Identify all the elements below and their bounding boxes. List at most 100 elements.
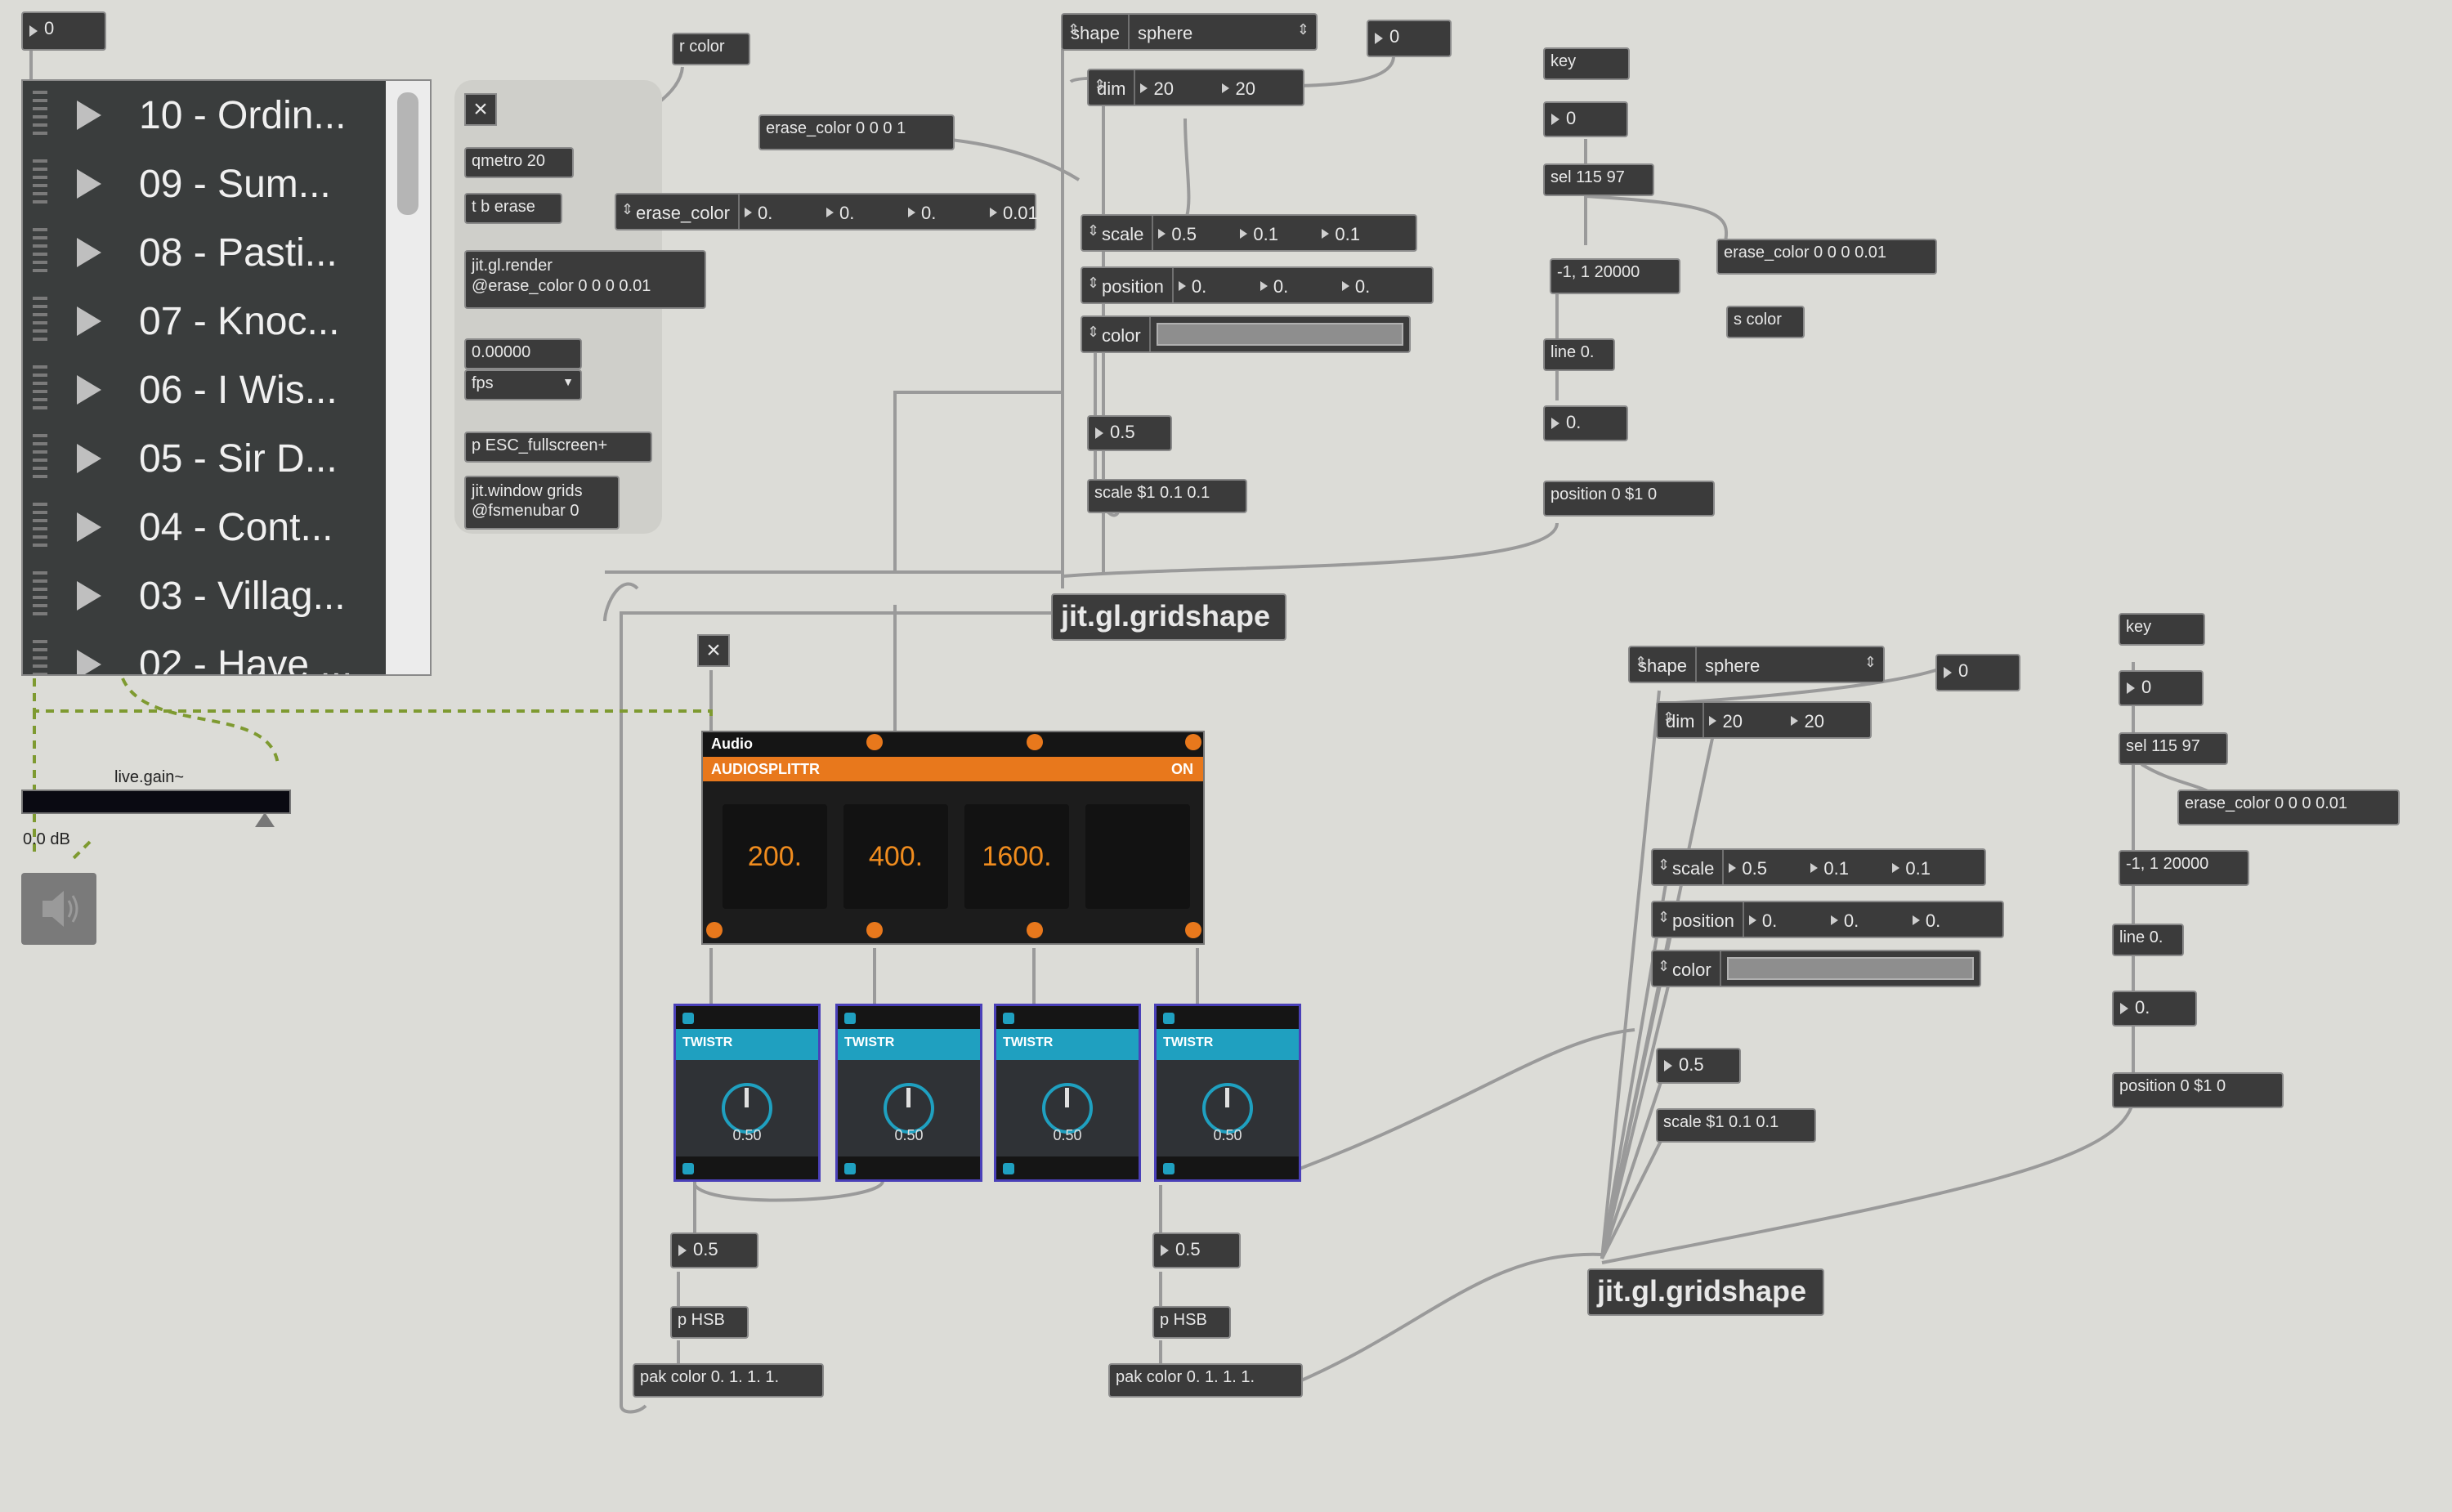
outlet-dot[interactable] — [866, 922, 883, 938]
position-value-3[interactable]: 0. — [1337, 268, 1419, 302]
play-icon[interactable] — [77, 581, 101, 611]
drag-handle-icon[interactable] — [33, 503, 47, 552]
dim-attrui-2[interactable]: dim 20 20 — [1656, 701, 1872, 739]
drag-handle-icon[interactable] — [33, 640, 47, 674]
inlet-dot[interactable] — [682, 1013, 694, 1024]
inlet-dot[interactable] — [1003, 1013, 1014, 1024]
band-4[interactable] — [1085, 804, 1190, 909]
playlist[interactable]: 10 - Ordin...09 - Sum...08 - Pasti...07 … — [21, 79, 432, 676]
position-attrui-1[interactable]: position 0. 0. 0. — [1081, 266, 1434, 304]
play-icon[interactable] — [77, 444, 101, 473]
playlist-item[interactable]: 07 - Knoc... — [23, 287, 430, 356]
float-number-1[interactable]: 0.5 — [1087, 415, 1172, 451]
fps-number-box[interactable]: 0.00000 — [464, 338, 582, 369]
color-attrui-2[interactable]: color — [1651, 950, 1981, 987]
shape-menu-2[interactable]: shape sphere — [1628, 646, 1885, 683]
playlist-scrollbar[interactable] — [386, 81, 430, 674]
attrui-value-4[interactable]: 0.01 — [985, 195, 1067, 229]
scrollbar-thumb[interactable] — [397, 92, 418, 215]
position-value-1[interactable]: 0. — [1174, 268, 1255, 302]
play-icon[interactable] — [77, 101, 101, 130]
line-number-1[interactable]: 0. — [1543, 405, 1628, 441]
color-attrui-1[interactable]: color — [1081, 315, 1411, 353]
scale-attrui-2[interactable]: scale 0.5 0.1 0.1 — [1651, 848, 1986, 886]
play-icon[interactable] — [77, 375, 101, 405]
shape-value[interactable]: sphere — [1130, 15, 1316, 49]
line-message-2[interactable]: -1, 1 20000 — [2119, 850, 2249, 886]
play-icon[interactable] — [77, 512, 101, 542]
position-attrui-2[interactable]: position 0. 0. 0. — [1651, 901, 2004, 938]
erase-color-message-2[interactable]: erase_color 0 0 0 0.01 — [1716, 239, 1937, 275]
twistr-knob[interactable] — [1042, 1083, 1093, 1134]
speaker-icon[interactable] — [21, 873, 96, 945]
play-icon[interactable] — [77, 169, 101, 199]
float-number-bottom-mid[interactable]: 0.5 — [1152, 1232, 1241, 1268]
position-message-2[interactable]: position 0 $1 0 — [2112, 1072, 2284, 1108]
erase-color-attrui[interactable]: erase_color 0. 0. 0. 0.01 — [615, 193, 1038, 230]
shape-value[interactable]: sphere — [1697, 647, 1883, 682]
scale-attrui-1[interactable]: scale 0.5 0.1 0.1 — [1081, 214, 1417, 252]
jit-gl-render-object[interactable]: jit.gl.render @erase_color 0 0 0 0.01 — [464, 250, 706, 309]
p-hsb-mid[interactable]: p HSB — [1152, 1306, 1231, 1339]
band-3[interactable]: 1600. — [964, 804, 1069, 909]
jit-gl-gridshape-1[interactable]: jit.gl.gridshape — [1051, 593, 1286, 641]
esc-fullscreen-object[interactable]: p ESC_fullscreen+ — [464, 432, 652, 463]
drag-handle-icon[interactable] — [33, 434, 47, 483]
playlist-item[interactable]: 10 - Ordin... — [23, 81, 430, 150]
inlet-dot[interactable] — [1185, 734, 1201, 750]
scale-value-3[interactable]: 0.1 — [1887, 850, 1969, 884]
scale-value-2[interactable]: 0.1 — [1235, 216, 1317, 250]
render-toggle[interactable]: × — [464, 93, 497, 126]
outlet-dot[interactable] — [1163, 1163, 1175, 1174]
pak-color-mid[interactable]: pak color 0. 1. 1. 1. — [1108, 1363, 1303, 1398]
audio-toggle[interactable]: × — [697, 634, 730, 667]
erase-color-message-3[interactable]: erase_color 0 0 0 0.01 — [2177, 790, 2400, 825]
playlist-item[interactable]: 02 - Have ... — [23, 630, 430, 674]
twistr-device-3[interactable]: TWISTR 0.50 — [994, 1004, 1141, 1182]
playlist-item[interactable]: 04 - Cont... — [23, 493, 430, 561]
drag-handle-icon[interactable] — [33, 228, 47, 277]
twistr-device-4[interactable]: TWISTR 0.50 — [1154, 1004, 1301, 1182]
scale-value-1[interactable]: 0.5 — [1153, 216, 1235, 250]
gain-thumb[interactable] — [255, 812, 275, 827]
scale-value-1[interactable]: 0.5 — [1724, 850, 1805, 884]
outlet-dot[interactable] — [706, 922, 723, 938]
shape-number-2[interactable]: 0 — [1935, 654, 2020, 691]
number-box-top[interactable]: 0 — [21, 11, 106, 51]
dim-value-2[interactable]: 20 — [1786, 703, 1868, 737]
qmetro-object[interactable]: qmetro 20 — [464, 147, 574, 178]
key-number-1[interactable]: 0 — [1543, 101, 1628, 137]
outlet-dot[interactable] — [844, 1163, 856, 1174]
shape-number-1[interactable]: 0 — [1367, 20, 1452, 57]
position-value-2[interactable]: 0. — [1255, 268, 1337, 302]
drag-handle-icon[interactable] — [33, 571, 47, 620]
inlet-dot[interactable] — [866, 734, 883, 750]
dim-value-1[interactable]: 20 — [1704, 703, 1786, 737]
play-icon[interactable] — [77, 650, 101, 674]
playlist-item[interactable]: 05 - Sir D... — [23, 424, 430, 493]
playlist-item[interactable]: 08 - Pasti... — [23, 218, 430, 287]
dim-value-2[interactable]: 20 — [1217, 70, 1299, 105]
twistr-knob[interactable] — [884, 1083, 934, 1134]
trigger-object[interactable]: t b erase — [464, 193, 562, 224]
band-2[interactable]: 400. — [843, 804, 948, 909]
key-object-1[interactable]: key — [1543, 47, 1630, 80]
playlist-item[interactable]: 06 - I Wis... — [23, 356, 430, 424]
jit-window-object[interactable]: jit.window grids @fsmenubar 0 — [464, 476, 620, 530]
scale-message-1[interactable]: scale $1 0.1 0.1 — [1087, 479, 1247, 513]
dim-value-1[interactable]: 20 — [1135, 70, 1217, 105]
line-object-1[interactable]: line 0. — [1543, 338, 1615, 371]
twistr-device-2[interactable]: TWISTR 0.50 — [835, 1004, 982, 1182]
jit-gl-gridshape-2[interactable]: jit.gl.gridshape — [1587, 1268, 1824, 1316]
play-icon[interactable] — [77, 306, 101, 336]
live-gain-slider[interactable] — [21, 790, 291, 814]
scale-message-2[interactable]: scale $1 0.1 0.1 — [1656, 1108, 1816, 1143]
attrui-value-2[interactable]: 0. — [821, 195, 903, 229]
position-value-3[interactable]: 0. — [1908, 902, 1989, 937]
pak-color-left[interactable]: pak color 0. 1. 1. 1. — [633, 1363, 824, 1398]
device-on-button[interactable]: ON — [1171, 761, 1193, 777]
float-number-2[interactable]: 0.5 — [1656, 1048, 1741, 1084]
scale-value-3[interactable]: 0.1 — [1317, 216, 1398, 250]
key-object-2[interactable]: key — [2119, 613, 2205, 646]
inlet-dot[interactable] — [1163, 1013, 1175, 1024]
